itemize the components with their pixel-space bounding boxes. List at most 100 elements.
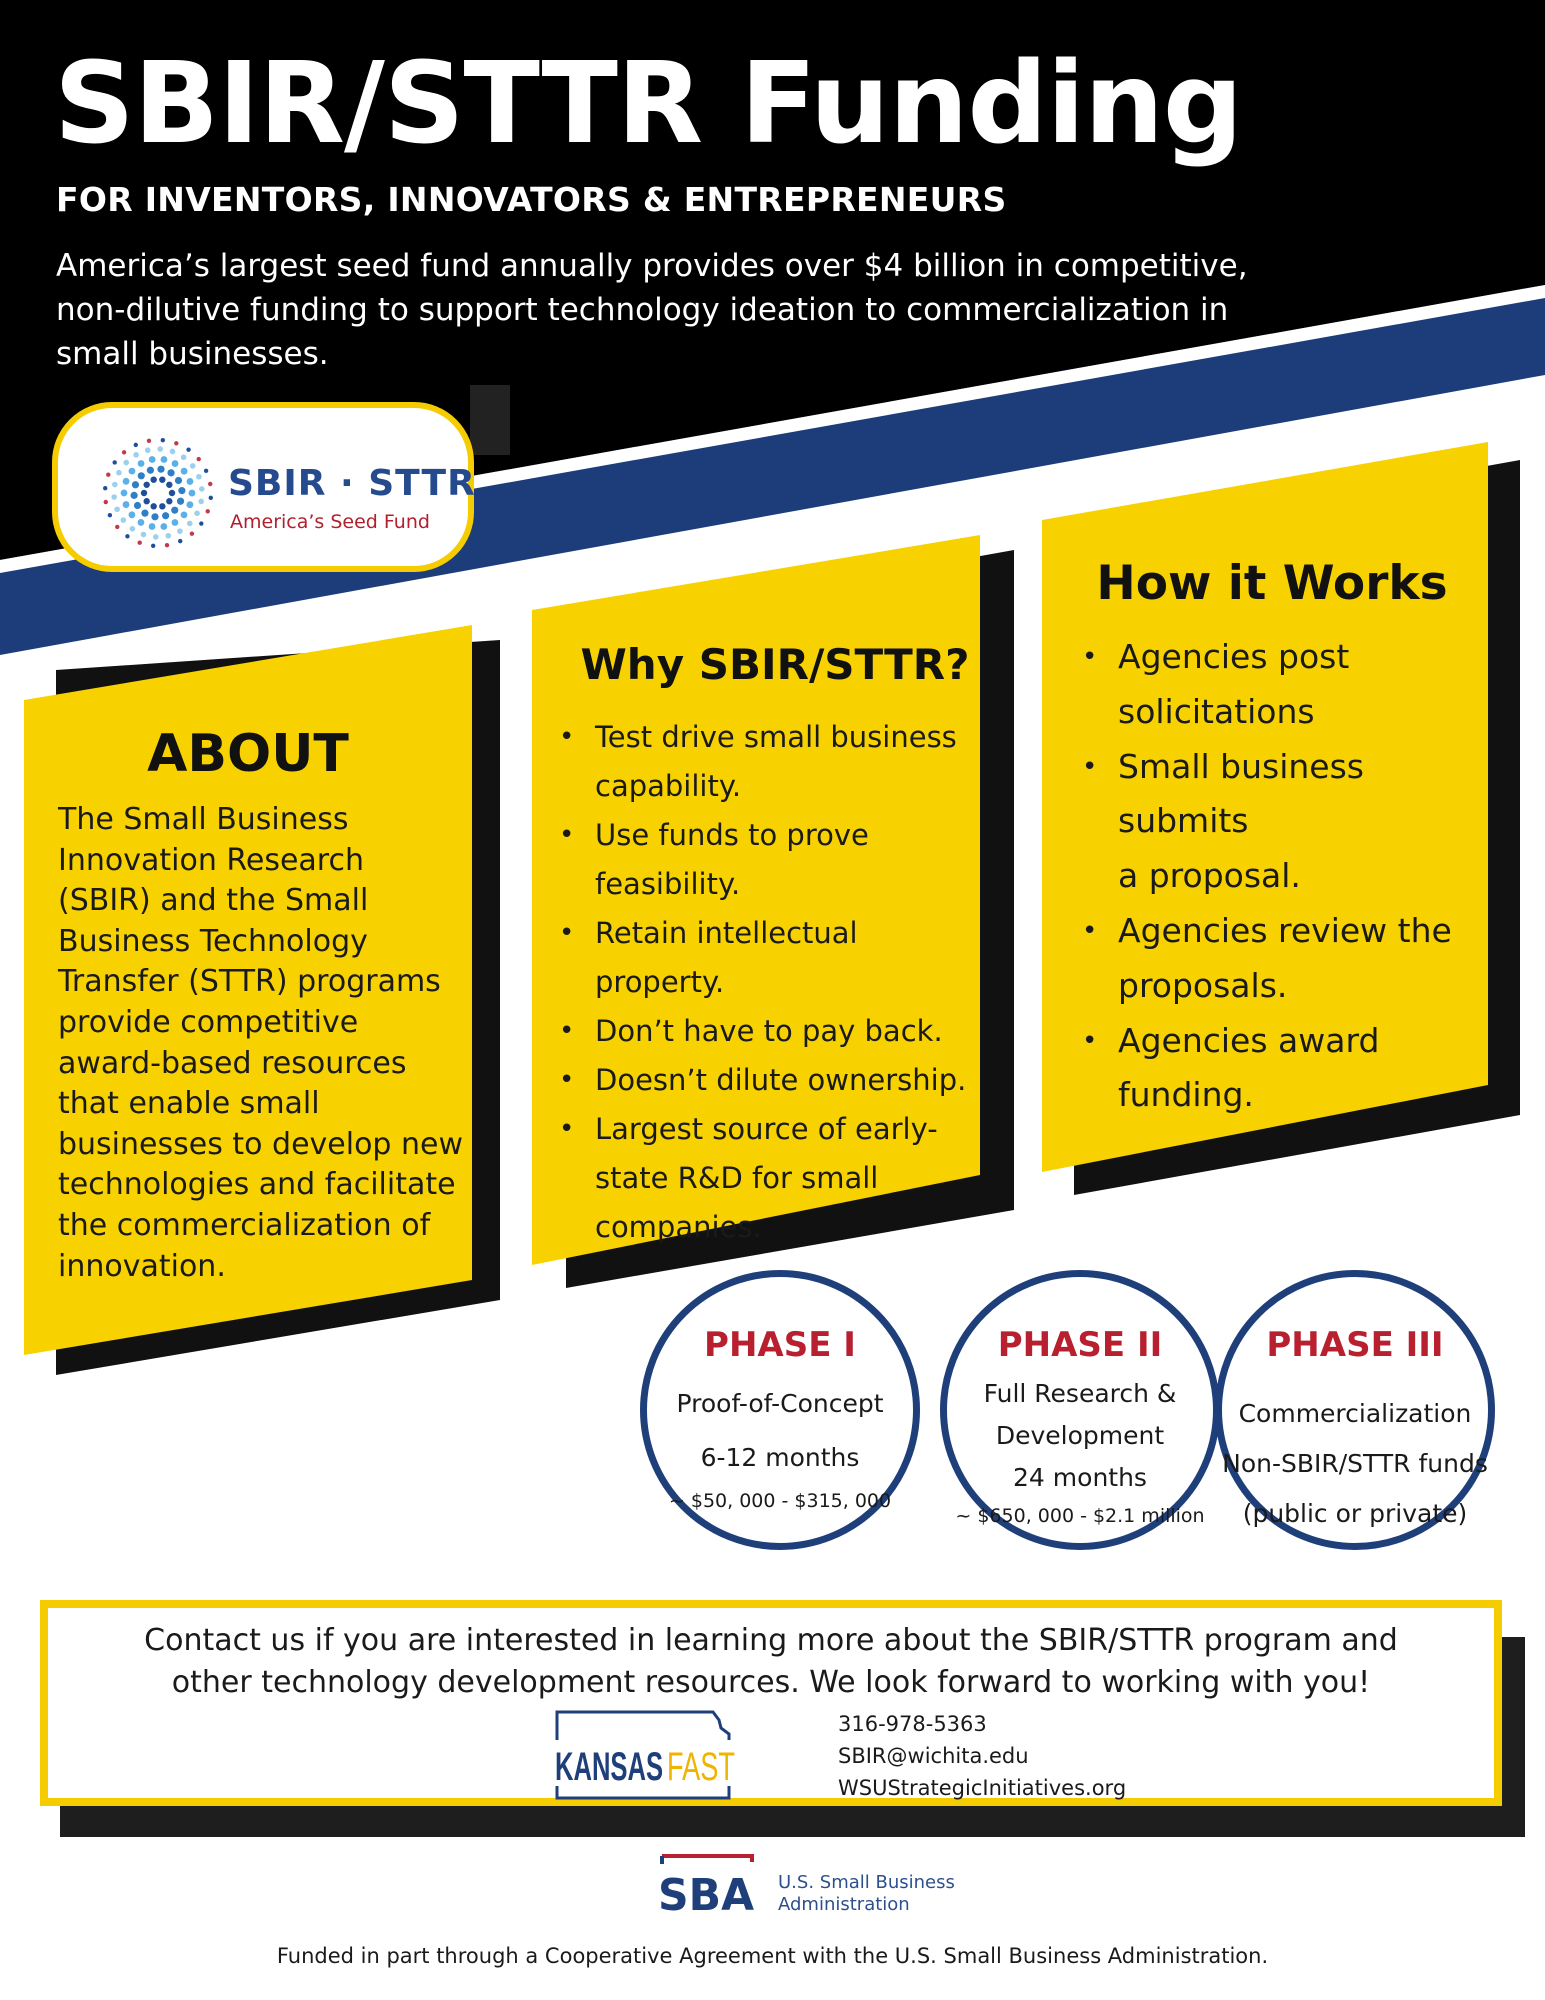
burst-dot xyxy=(167,469,175,477)
burst-dot xyxy=(140,489,148,497)
contact-email[interactable]: SBIR@wichita.edu xyxy=(838,1744,1029,1768)
burst-dot xyxy=(133,452,139,458)
burst-dot xyxy=(178,487,186,495)
burst-dot xyxy=(180,467,188,475)
burst-dot xyxy=(112,481,118,488)
burst-dot xyxy=(208,495,213,501)
burst-dot xyxy=(121,450,127,455)
logo-tagline: America’s Seed Fund xyxy=(230,511,430,533)
contact-line: Contact us if you are interested in lear… xyxy=(144,1623,1398,1658)
about-line: The Small Business xyxy=(58,802,349,837)
about-line: provide competitive xyxy=(58,1004,359,1040)
burst-dot xyxy=(178,538,183,544)
phase-3-circle: PHASE III Commercialization Non-SBIR/STT… xyxy=(1215,1270,1495,1550)
burst-dot xyxy=(137,460,145,467)
sbir-sttr-logo: SBIR · STTR America’s Seed Fund xyxy=(52,402,476,572)
burst-dot xyxy=(199,486,205,492)
about-line: Innovation Research xyxy=(58,842,364,878)
burst-dot xyxy=(122,477,130,485)
burst-dot xyxy=(128,511,136,519)
burst-dot xyxy=(122,501,130,508)
contact-info: 316-978-5363 SBIR@wichita.edu WSUStrateg… xyxy=(838,1708,1126,1804)
burst-dot xyxy=(116,469,122,476)
phase-3-title: PHASE III xyxy=(1266,1325,1444,1365)
phase-2-description: Full Research & xyxy=(983,1379,1177,1408)
burst-dot xyxy=(115,524,120,530)
fast-word: FAST xyxy=(667,1745,735,1789)
how-heading: How it Works xyxy=(1096,556,1448,611)
burst-dot xyxy=(107,513,113,518)
burst-dot xyxy=(171,506,179,514)
phase-2-title: PHASE II xyxy=(997,1325,1163,1365)
burst-dot xyxy=(148,456,156,463)
burst-dot xyxy=(144,447,151,454)
burst-dot xyxy=(169,448,176,455)
contact-message: Contact us if you are interested in lear… xyxy=(48,1620,1494,1704)
burst-dot xyxy=(199,521,204,526)
burst-dot xyxy=(128,467,136,475)
why-item: Don’t have to pay back. xyxy=(555,1007,995,1056)
burst-dot xyxy=(177,528,183,534)
contact-website[interactable]: WSUStrategicInitiatives.org xyxy=(838,1776,1127,1800)
burst-dot xyxy=(143,481,150,488)
burst-dot xyxy=(111,494,117,500)
intro-line: America’s largest seed fund annually pro… xyxy=(56,248,1248,284)
kansas-state-outline-icon xyxy=(555,1710,731,1800)
burst-dot xyxy=(103,499,108,505)
burst-dot xyxy=(168,489,176,497)
burst-dot xyxy=(180,454,187,461)
page-title: SBIR/STTR Funding xyxy=(54,39,1243,169)
logo-wordmark: SBIR · STTR xyxy=(228,463,476,504)
about-line: award-based resources xyxy=(58,1045,407,1081)
phase-2-description-2: Development xyxy=(995,1421,1165,1450)
burst-dot xyxy=(160,438,166,443)
sba-name: U.S. Small Business Administration xyxy=(778,1872,955,1915)
intro-line: small businesses. xyxy=(56,336,329,372)
burst-dot xyxy=(150,476,157,483)
burst-dot xyxy=(141,509,149,517)
about-panel-fill xyxy=(24,625,472,1355)
about-line: businesses to develop new xyxy=(58,1126,464,1162)
contact-box: Contact us if you are interested in lear… xyxy=(40,1600,1502,1806)
burst-dot xyxy=(133,442,138,448)
about-line: the commercialization of xyxy=(58,1207,431,1243)
why-heading: Why SBIR/STTR? xyxy=(580,640,970,689)
why-item: Doesn’t dilute ownership. xyxy=(555,1056,995,1105)
burst-dot xyxy=(150,503,157,510)
phase-1-amount: ~ $50, 000 - $315, 000 xyxy=(668,1490,892,1512)
burst-dot xyxy=(112,460,117,465)
burst-dot xyxy=(180,511,188,519)
burst-dot xyxy=(125,534,130,539)
kansas-logo-mask xyxy=(553,1740,739,1786)
burst-dot xyxy=(166,481,173,488)
phase-2-amount: ~ $650, 000 - $2.1 million xyxy=(955,1505,1205,1527)
burst-dot xyxy=(198,498,204,505)
about-panel-shape xyxy=(24,625,500,1375)
burst-dot xyxy=(166,498,173,505)
burst-dot xyxy=(186,447,191,452)
burst-dot xyxy=(188,489,196,497)
intro-paragraph: America’s largest seed fund annually pro… xyxy=(56,244,1256,376)
burst-dot xyxy=(151,513,159,521)
contact-phone[interactable]: 316-978-5363 xyxy=(838,1712,987,1736)
sba-letters: SBA xyxy=(658,1870,754,1921)
about-line: that enable small xyxy=(58,1086,320,1122)
burst-dot xyxy=(176,497,185,505)
burst-dot xyxy=(164,543,170,548)
about-heading: ABOUT xyxy=(147,724,349,784)
burst-dot xyxy=(157,446,164,452)
header-notch xyxy=(470,385,510,455)
about-line: technologies and facilitate xyxy=(58,1167,456,1203)
burst-dot xyxy=(160,456,168,463)
phase-3-funding: Non-SBIR/STTR funds xyxy=(1222,1449,1488,1478)
burst-dot xyxy=(140,531,147,538)
burst-dot xyxy=(123,459,130,466)
burst-dot xyxy=(133,501,142,510)
about-line: Business Technology xyxy=(58,923,368,959)
